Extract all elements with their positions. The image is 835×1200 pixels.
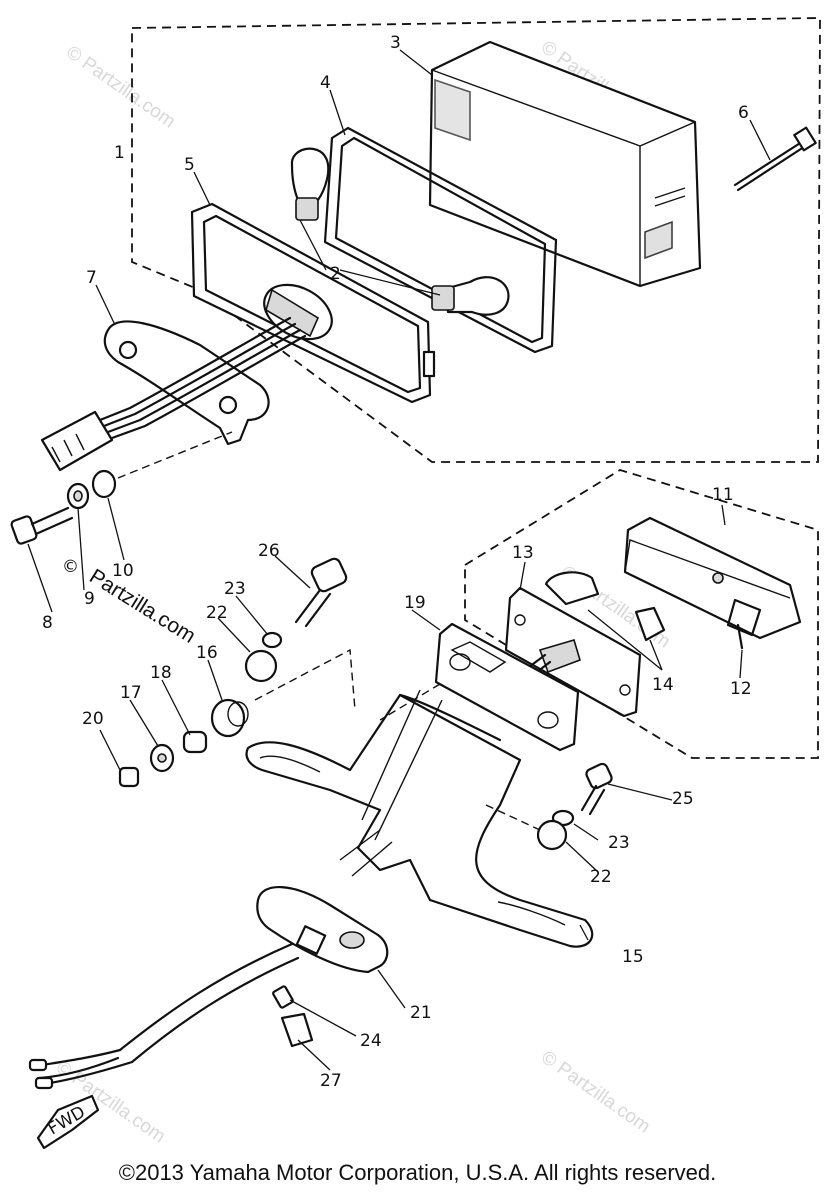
gasket-19 bbox=[434, 622, 580, 752]
callout-24: 24 bbox=[360, 1031, 382, 1051]
callout-15: 15 bbox=[622, 947, 644, 967]
watermark: © Partzilla.com bbox=[52, 1057, 169, 1148]
watermark-inline: Partzilla.com bbox=[85, 565, 199, 648]
bolt-26 bbox=[294, 557, 348, 628]
leader-lines bbox=[27, 49, 771, 1071]
nut-20 bbox=[118, 766, 140, 788]
callout-12: 12 bbox=[730, 679, 752, 699]
bulb-lower bbox=[431, 276, 510, 316]
callout-19: 19 bbox=[404, 593, 426, 613]
lamp-screw-12 bbox=[726, 598, 762, 650]
collar-18 bbox=[182, 730, 208, 754]
guide-dash bbox=[254, 648, 356, 711]
callout-5: 5 bbox=[184, 155, 195, 175]
base-plate bbox=[190, 202, 436, 404]
guide-dash bbox=[485, 804, 541, 831]
grommet-22-lower bbox=[536, 819, 568, 851]
callout-1: 1 bbox=[114, 143, 125, 163]
callout-23-upper: 23 bbox=[224, 579, 246, 599]
callout-16: 16 bbox=[196, 643, 218, 663]
bulb-upper bbox=[290, 147, 330, 221]
assembly-11-outline bbox=[464, 469, 819, 759]
callout-11: 11 bbox=[712, 485, 734, 505]
lamp-bulbs-14 bbox=[544, 571, 666, 642]
callout-7: 7 bbox=[86, 268, 97, 288]
nut-24 bbox=[272, 985, 294, 1009]
guide-dash bbox=[379, 683, 441, 721]
wire-harness bbox=[98, 316, 307, 440]
callout-14: 14 bbox=[652, 675, 674, 695]
reflector-21 bbox=[256, 886, 389, 974]
wire-connector bbox=[40, 410, 114, 472]
callout-25: 25 bbox=[672, 789, 694, 809]
callout-27: 27 bbox=[320, 1071, 342, 1091]
callout-4: 4 bbox=[320, 73, 331, 93]
grommet-22-upper bbox=[244, 649, 278, 683]
assembly-1-outline bbox=[131, 17, 821, 463]
callout-26: 26 bbox=[258, 541, 280, 561]
callout-6: 6 bbox=[738, 103, 749, 123]
lens-gasket bbox=[323, 126, 558, 354]
callout-22-upper: 22 bbox=[206, 603, 228, 623]
copyright-footer: ©2013 Yamaha Motor Corporation, U.S.A. A… bbox=[118, 1160, 717, 1185]
lens-screw bbox=[733, 126, 817, 192]
lamp-cable bbox=[28, 829, 393, 1090]
watermark: © Partzilla.com bbox=[537, 1047, 654, 1138]
washer-17-hole bbox=[157, 753, 167, 763]
washer-23-upper bbox=[261, 631, 283, 649]
nut-10 bbox=[91, 469, 117, 499]
watermark: © Partzilla.com bbox=[62, 42, 179, 133]
callout-10: 10 bbox=[112, 561, 134, 581]
bolt-8 bbox=[10, 506, 74, 545]
callout-numbers: 1 2 3 4 5 6 7 8 9 10 11 12 13 14 15 16 1… bbox=[42, 33, 752, 1091]
callout-21: 21 bbox=[410, 1003, 432, 1023]
callout-20: 20 bbox=[82, 709, 104, 729]
grommet-16 bbox=[210, 698, 249, 738]
callout-18: 18 bbox=[150, 663, 172, 683]
callout-13: 13 bbox=[512, 543, 534, 563]
cap-nut-27 bbox=[280, 1012, 314, 1048]
washer-9-hole bbox=[73, 490, 83, 502]
callout-8: 8 bbox=[42, 613, 53, 633]
tail-lens bbox=[428, 40, 702, 288]
fwd-arrow-icon: FWD bbox=[36, 1094, 100, 1150]
callout-23-lower: 23 bbox=[608, 833, 630, 853]
callout-17: 17 bbox=[120, 683, 142, 703]
callout-3: 3 bbox=[390, 33, 401, 53]
wire-bracket bbox=[103, 320, 270, 446]
bolt-25 bbox=[580, 762, 613, 816]
license-bracket-15 bbox=[245, 689, 594, 948]
callout-9: 9 bbox=[84, 589, 95, 609]
centerline-dash bbox=[117, 431, 233, 479]
callout-2: 2 bbox=[330, 264, 341, 284]
watermark-copyright-symbol: © bbox=[62, 557, 79, 577]
callout-22-lower: 22 bbox=[590, 867, 612, 887]
